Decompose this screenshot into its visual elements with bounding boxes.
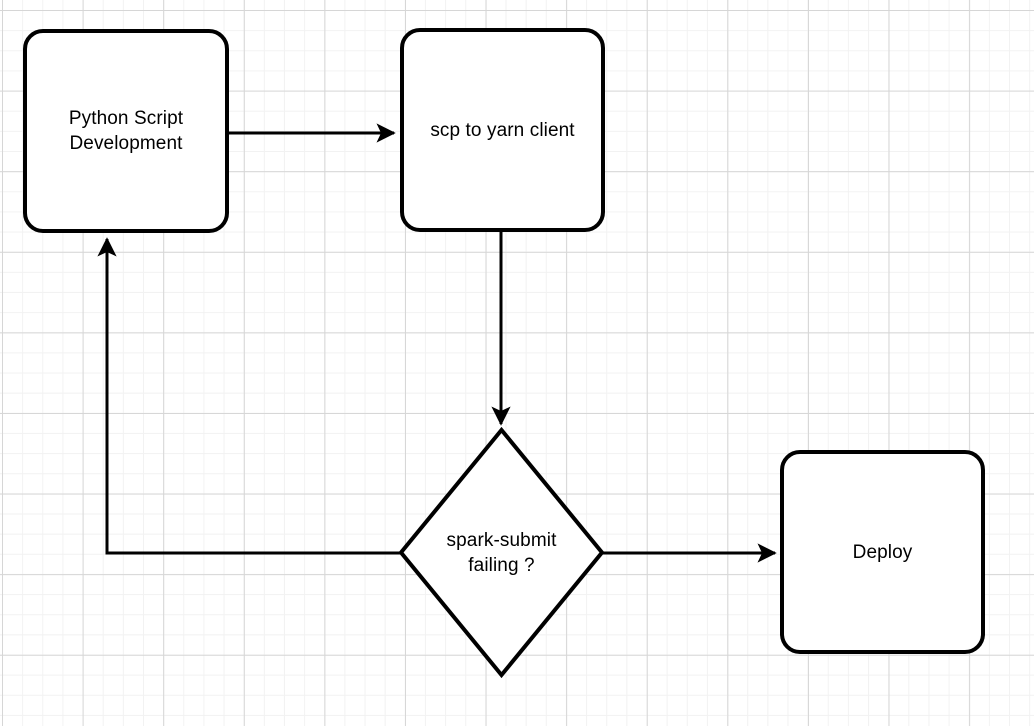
node-deploy[interactable] bbox=[780, 450, 985, 654]
edge-decision-back-to-development[interactable] bbox=[97, 237, 401, 555]
node-python-script-development[interactable] bbox=[23, 29, 229, 233]
node-spark-submit-failing[interactable] bbox=[398, 426, 605, 679]
node-scp-to-yarn-client[interactable] bbox=[400, 28, 605, 232]
